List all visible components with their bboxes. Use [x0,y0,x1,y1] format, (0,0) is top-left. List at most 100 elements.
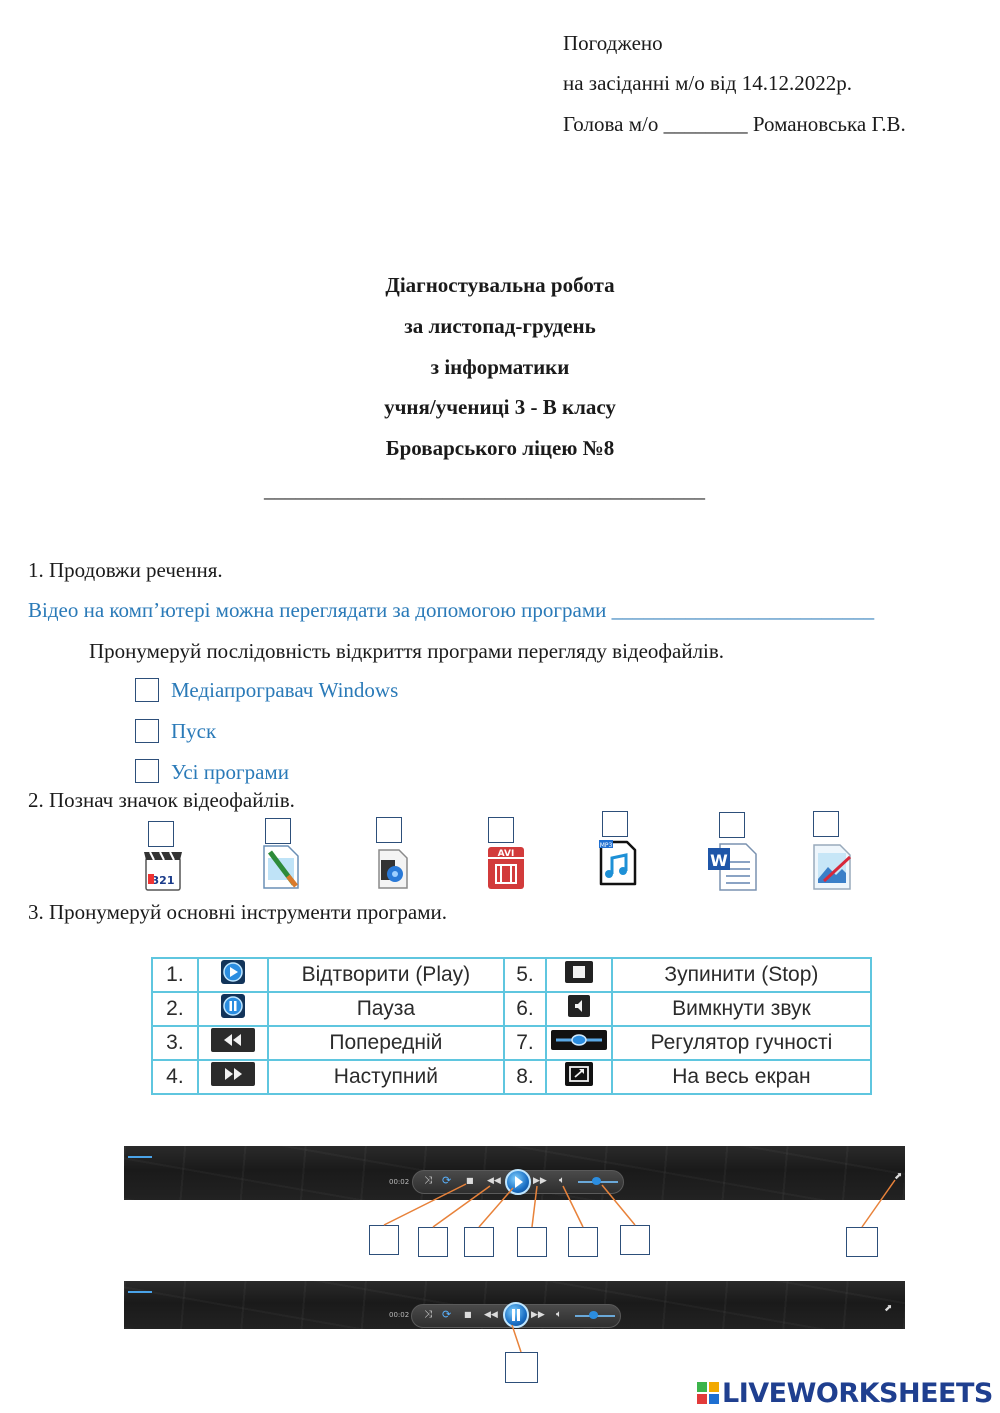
doc-title: Діагностувальна робота [385,273,615,297]
table-row: 1. Відтворити (Play) 5. Зупинити (Stop) [151,957,873,993]
previous-button[interactable]: ◀◀ [487,1176,501,1186]
q2-heading: 2. Познач значок відеофайлів. [28,788,295,812]
previous-icon [196,1025,269,1061]
tool-label: Зупинити (Stop) [610,957,873,993]
option-start: Пуск [171,719,217,743]
volume-slider-icon [544,1025,613,1061]
icon-check-4[interactable] [488,817,514,843]
play-button[interactable] [505,1169,531,1195]
shuffle-icon[interactable]: ⤨ [424,1175,432,1186]
volume-thumb[interactable] [592,1177,601,1185]
pause-icon [196,991,269,1027]
next-button[interactable]: ▶▶ [533,1176,547,1186]
word-label: W [710,851,728,870]
tool-label: На весь екран [610,1059,873,1095]
player-answer-box-1[interactable] [369,1225,399,1255]
clap-label: 321 [152,874,175,887]
table-row: 3. Попередній 7. Регулятор гучності [151,1025,873,1061]
next-button[interactable]: ▶▶ [531,1310,545,1320]
fullscreen-button[interactable]: ⬈ [894,1171,903,1182]
stop-button[interactable]: ■ [466,1176,474,1185]
tool-label: Регулятор гучності [610,1025,873,1061]
player-answer-box-3[interactable] [464,1227,494,1257]
repeat-icon[interactable]: ⟳ [442,1174,452,1187]
mp3-label: MP3 [600,842,613,849]
table-row: 4. Наступний 8. На весь екран [151,1059,873,1095]
player-answer-box-4[interactable] [517,1227,547,1257]
word-file-icon: W [708,843,757,891]
approval-date: на засіданні м/о від 14.12.2022р. [563,71,852,95]
tool-number: 5. [503,957,547,993]
order-box-3[interactable] [135,759,159,783]
q1-order-prompt: Пронумеруй послідовність відкриття прогр… [89,639,725,663]
tool-label: Вимкнути звук [610,991,873,1027]
volume-thumb[interactable] [589,1311,598,1319]
previous-button[interactable]: ◀◀ [484,1310,498,1320]
mp3-file-icon: MP3 [599,840,637,886]
avi-label: AVI [498,849,515,859]
option-media-player: Медіапрогравач Windows [171,678,399,702]
order-box-1[interactable] [135,678,159,702]
q1-sentence: Відео на комп’ютері можна переглядати за… [28,598,875,622]
media-player-bar-1: 00:02 ⤨ ⟳ ■ ◀◀ ▶▶ 🔈︎ ⬈ [124,1146,905,1200]
icon-check-7[interactable] [813,811,839,837]
icon-check-2[interactable] [265,818,291,844]
mute-icon [544,991,613,1027]
table-row: 2. Пауза 6. Вимкнути звук [151,991,873,1027]
paint-file-icon [263,845,299,889]
approval-head: Голова м/о ________ Романовська Г.В. [563,112,906,136]
tools-table: 1. Відтворити (Play) 5. Зупинити (Stop) … [151,957,873,1095]
doc-subject: з інформатики [430,355,570,379]
liveworksheets-logo: LIVEWORKSHEETS [697,1378,993,1409]
fullscreen-button[interactable]: ⬈ [884,1303,893,1314]
pause-button[interactable] [503,1302,529,1328]
doc-period: за листопад-грудень [404,314,596,338]
image-file-icon [813,844,852,890]
tool-label: Наступний [266,1059,506,1095]
student-name-line: ________________________________________… [264,478,705,502]
brand-name: LIVEWORKSHEETS [722,1378,993,1409]
tool-label: Пауза [266,991,506,1027]
tool-number: 4. [151,1059,199,1095]
order-box-2[interactable] [135,719,159,743]
fullscreen-icon [544,1059,613,1095]
player-answer-box-7[interactable] [846,1227,878,1257]
tool-label: Відтворити (Play) [266,957,506,993]
approval-heading: Погоджено [563,31,663,55]
doc-class: учня/учениці 3 - В класу [384,395,616,419]
media-player-bar-2: 00:02 ⤨ ⟳ ■ ◀◀ ▶▶ 🔈︎ ⬈ [124,1281,905,1329]
video-file-icon [378,849,408,889]
option-all-programs: Усі програми [171,760,289,784]
tool-label: Попередній [266,1025,506,1061]
player-answer-box-2[interactable] [418,1227,448,1257]
tool-number: 7. [503,1025,547,1061]
shuffle-icon[interactable]: ⤨ [424,1309,432,1320]
icon-check-1[interactable] [148,821,174,847]
seek-bar[interactable] [128,1156,152,1158]
mute-button[interactable]: 🔈︎ [556,1309,562,1320]
seek-bar[interactable] [128,1291,152,1293]
icon-check-6[interactable] [719,812,745,838]
tool-number: 8. [503,1059,547,1095]
stop-icon [544,957,613,993]
player-answer-box-5[interactable] [568,1227,598,1257]
player-answer-box-8[interactable] [505,1352,538,1383]
mute-button[interactable]: 🔈︎ [559,1175,565,1186]
q1-heading: 1. Продовжи речення. [28,558,223,582]
next-icon [196,1059,269,1095]
player-answer-box-6[interactable] [620,1225,650,1255]
avi-file-icon: AVI [488,847,524,889]
liveworksheets-mark-icon [697,1382,719,1404]
media-classic-icon: 321 [144,851,182,891]
icon-check-5[interactable] [602,811,628,837]
stop-button[interactable]: ■ [464,1310,472,1319]
q3-heading: 3. Пронумеруй основні інструменти програ… [28,900,448,924]
icon-check-3[interactable] [376,817,402,843]
tool-number: 3. [151,1025,199,1061]
tool-number: 2. [151,991,199,1027]
tool-number: 6. [503,991,547,1027]
tool-number: 1. [151,957,199,993]
time-display: 00:02 [389,1311,410,1319]
repeat-icon[interactable]: ⟳ [442,1308,452,1321]
